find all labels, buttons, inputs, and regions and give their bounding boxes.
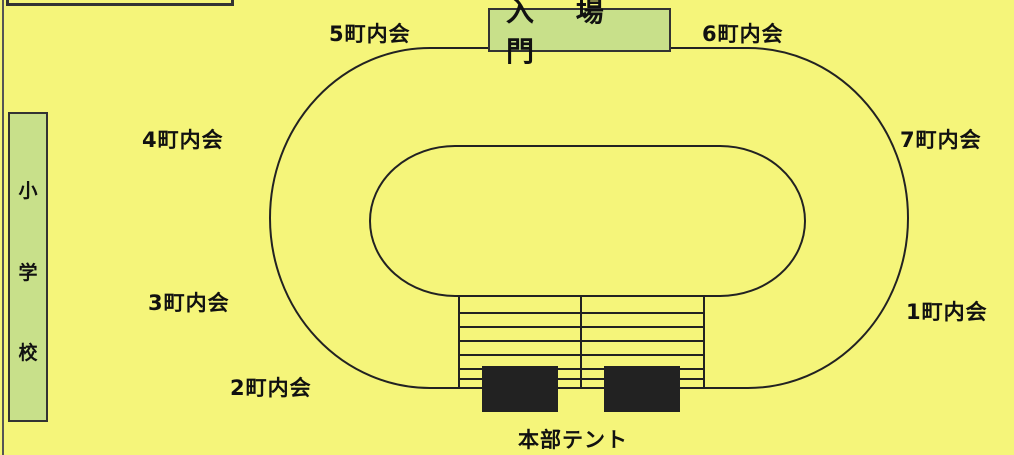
top-bracket-fragment <box>6 0 234 6</box>
district-4-label: 4町内会 <box>142 128 224 152</box>
entrance-gate: 入 場 門 <box>488 0 671 68</box>
district-5-label: 5町内会 <box>329 22 411 46</box>
school-char-1: 小 <box>18 180 38 202</box>
hq-tent-left <box>482 366 558 412</box>
hq-tent-label: 本部テント <box>518 428 628 452</box>
entrance-gate-label: 入 場 門 <box>506 0 620 68</box>
school-char-3: 校 <box>18 342 38 364</box>
school-char-2: 学 <box>18 262 38 284</box>
district-3-label: 3町内会 <box>148 291 230 315</box>
left-border-line <box>2 0 4 455</box>
inner-track <box>369 145 806 297</box>
school-building: 小 学 校 <box>8 112 48 422</box>
hq-tent-right <box>604 366 680 412</box>
district-7-label: 7町内会 <box>900 128 982 152</box>
district-6-label: 6町内会 <box>702 22 784 46</box>
district-2-label: 2町内会 <box>230 376 312 400</box>
outer-track <box>269 47 909 389</box>
district-1-label: 1町内会 <box>906 300 988 324</box>
